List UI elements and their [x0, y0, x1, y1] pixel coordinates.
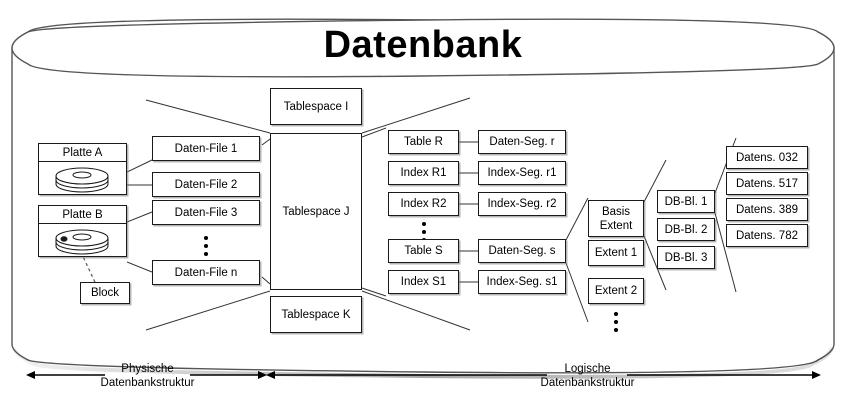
disk-stack-icon — [55, 229, 109, 255]
axis-label-physical-line1: Physische — [121, 363, 174, 375]
segment-to-extent-connectors — [565, 197, 589, 323]
object-index-r1[interactable]: Index R1 — [388, 161, 459, 185]
datafile-3[interactable]: Daten-File 3 — [152, 200, 260, 225]
disk-to-datafile-connectors — [126, 159, 153, 273]
page-title: Datenbank — [323, 24, 523, 66]
disk-platte-a-label: Platte A — [39, 144, 126, 162]
datafile-ellipsis — [199, 231, 213, 261]
segment-index-r1[interactable]: Index-Seg. r1 — [478, 161, 566, 185]
record-389[interactable]: Datens. 389 — [726, 198, 808, 221]
datafile-to-tablespace-connectors — [145, 99, 271, 331]
axis-label-physical: Physische Datenbankstruktur — [75, 362, 220, 390]
extent-2[interactable]: Extent 2 — [588, 278, 644, 304]
segment-index-s1[interactable]: Index-Seg. s1 — [478, 270, 566, 294]
tablespace-i[interactable]: Tablespace I — [270, 88, 362, 125]
object-segment-links — [459, 141, 478, 283]
axis-label-logical-line1: Logische — [564, 363, 611, 375]
segment-daten-s[interactable]: Daten-Seg. s — [478, 239, 566, 263]
object-table-s[interactable]: Table S — [388, 239, 459, 263]
extent-basis[interactable]: Basis Extent — [588, 200, 644, 237]
record-782[interactable]: Datens. 782 — [726, 224, 808, 247]
extent-basis-line1: Basis — [601, 205, 631, 218]
extent-1[interactable]: Extent 1 — [588, 240, 644, 266]
db-block-1[interactable]: DB-Bl. 1 — [657, 190, 715, 213]
tablespace-to-object-connectors — [361, 97, 471, 331]
axis-label-logical-line2: Datenbankstruktur — [540, 377, 635, 389]
disk-platte-b[interactable]: Platte B — [38, 205, 127, 257]
db-block-3[interactable]: DB-Bl. 3 — [657, 246, 715, 269]
tablespace-k[interactable]: Tablespace K — [270, 296, 362, 333]
record-517[interactable]: Datens. 517 — [726, 172, 808, 195]
disk-platte-a[interactable]: Platte A — [38, 143, 127, 195]
object-index-r2[interactable]: Index R2 — [388, 192, 459, 216]
tablespace-j[interactable]: Tablespace J — [270, 133, 362, 290]
datafile-n[interactable]: Daten-File n — [152, 260, 260, 285]
disk-platte-b-label: Platte B — [39, 206, 126, 224]
axis-label-physical-line2: Datenbankstruktur — [100, 377, 195, 389]
db-block-2[interactable]: DB-Bl. 2 — [657, 218, 715, 241]
extent-basis-line2: Extent — [599, 219, 633, 232]
object-index-s1[interactable]: Index S1 — [388, 270, 459, 294]
axis-label-logical: Logische Datenbankstruktur — [515, 362, 660, 390]
disk-stack-icon — [55, 167, 109, 193]
datafile-2[interactable]: Daten-File 2 — [152, 172, 260, 197]
segment-index-r2[interactable]: Index-Seg. r2 — [478, 192, 566, 216]
object-table-r[interactable]: Table R — [388, 130, 459, 154]
extent-ellipsis — [609, 309, 623, 335]
disk-platte-a-graphic — [39, 162, 126, 212]
datafile-1[interactable]: Daten-File 1 — [152, 136, 260, 161]
extent-to-dbblock-connectors — [643, 159, 667, 291]
record-032[interactable]: Datens. 032 — [726, 146, 808, 169]
segment-daten-r[interactable]: Daten-Seg. r — [478, 130, 566, 154]
block-box[interactable]: Block — [80, 282, 130, 304]
disk-platte-b-graphic — [39, 224, 126, 274]
